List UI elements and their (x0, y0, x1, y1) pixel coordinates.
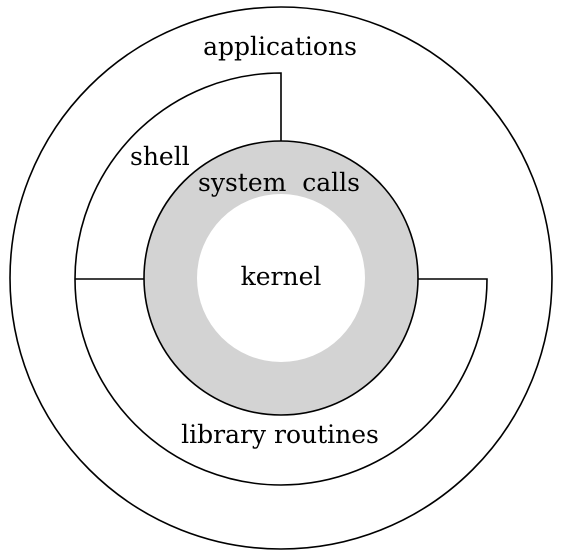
shell-label: shell (130, 142, 190, 171)
shell-library-ring (74, 72, 488, 486)
applications-label: applications (203, 32, 357, 61)
library-routines-label: library routines (181, 420, 379, 449)
kernel-core (197, 194, 365, 362)
kernel-label: kernel (241, 262, 322, 291)
system-calls-label: system calls (198, 168, 360, 197)
